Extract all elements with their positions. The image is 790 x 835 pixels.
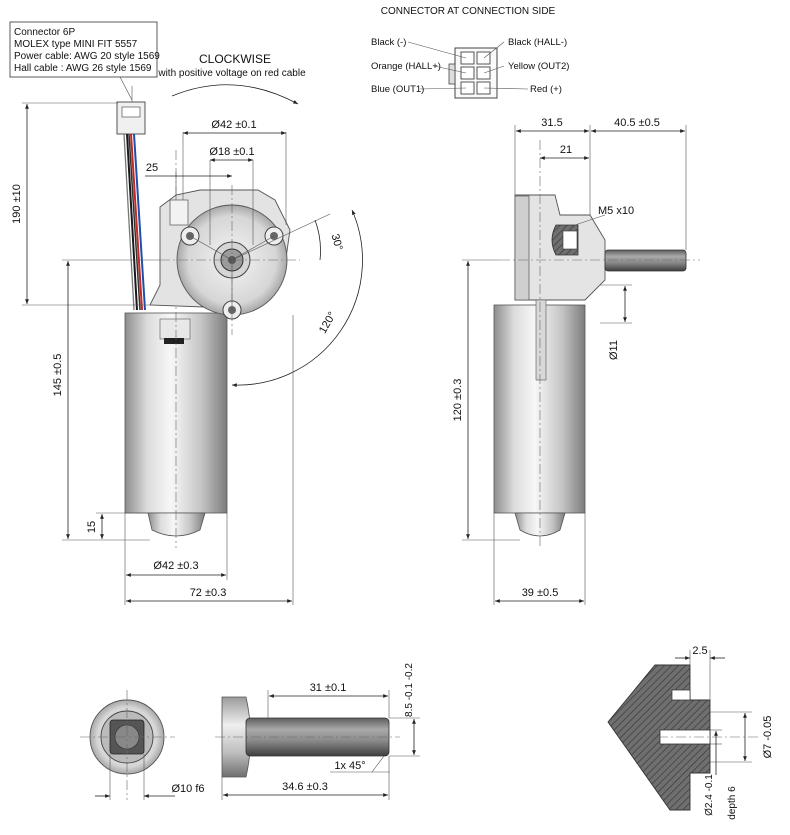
front-offset-25-label: 25 (146, 162, 158, 174)
front-d42-label: Ø42 ±0.1 (211, 119, 256, 131)
front-height-145-label: 145 ±0.5 (52, 354, 64, 397)
connector-side-title: CONNECTOR AT CONNECTION SIDE (381, 6, 556, 17)
front-d18-label: Ø18 ±0.1 (209, 146, 254, 158)
side-w405-label: 40.5 ±0.5 (614, 117, 660, 129)
section-hole-label: Ø2.4 -0.1 (704, 774, 715, 816)
front-width-72-label: 72 ±0.3 (190, 587, 227, 599)
connector-line-2: MOLEX type MINI FIT 5557 (14, 39, 138, 50)
front-view: 30° 120° Ø42 ±0.1 Ø18 ±0.1 25 190 ±10 14… (11, 86, 363, 605)
connector-line-1: Connector 6P (14, 27, 75, 38)
pin-blue-out1: Blue (OUT1) (371, 84, 424, 95)
shaft-end-view: Ø10 f6 (80, 690, 205, 800)
side-view: 31.5 40.5 ±0.5 21 M5 x10 Ø11 120 ±0.3 39… (452, 117, 700, 605)
front-height-190-label: 190 ±10 (11, 184, 23, 224)
section-bore-label: Ø7 -0.05 (762, 716, 774, 759)
side-thread-label: M5 x10 (598, 205, 634, 217)
rotation-subtitle: with positive voltage on red cable (157, 68, 306, 79)
shaft-total-label: 34.6 ±0.3 (282, 781, 328, 793)
side-width-39-label: 39 ±0.5 (522, 587, 559, 599)
section-depth-label: depth 6 (727, 786, 738, 820)
shaft-chamfer-label: 1x 45° (334, 760, 365, 772)
side-w315-label: 31.5 (541, 117, 562, 129)
shaft-side-detail: 31 ±0.1 8.5 -0.1 -0.2 1x 45° 34.6 ±0.3 (215, 663, 420, 800)
pin-black-minus: Black (-) (371, 37, 406, 48)
rotation-title: CLOCKWISE (199, 52, 271, 66)
rotation-note: CLOCKWISE with positive voltage on red c… (157, 52, 306, 105)
side-output-shaft (604, 249, 687, 272)
cable-bundle (116, 86, 146, 311)
side-w21-label: 21 (560, 144, 572, 156)
connector-info-box: Connector 6P MOLEX type MINI FIT 5557 Po… (9, 21, 160, 101)
section-detail: 2.5 Ø7 -0.05 Ø2.4 -0.1 depth 6 (607, 645, 774, 820)
side-height-120-label: 120 ±0.3 (452, 379, 464, 422)
clockwise-arrow-icon (171, 84, 299, 105)
pin-orange-hall-plus: Orange (HALL+) (371, 61, 441, 72)
motor-end-cap (147, 512, 206, 537)
front-motor-d42-label: Ø42 ±0.3 (153, 560, 198, 572)
pin-red-plus: Red (+) (530, 84, 562, 95)
shaft-flat-label: 8.5 -0.1 -0.2 (404, 663, 415, 717)
front-tip-15-label: 15 (86, 521, 98, 533)
angle-120-label: 120° (317, 310, 339, 336)
connector-pinout: CONNECTOR AT CONNECTION SIDE Black (-) O… (371, 6, 569, 99)
shaft-diameter-label: Ø10 f6 (171, 783, 204, 795)
angle-30-label: 30° (329, 233, 345, 252)
side-d11-label: Ø11 (608, 340, 620, 360)
shaft-length-label: 31 ±0.1 (310, 682, 347, 694)
pin-black-hall-minus: Black (HALL-) (508, 37, 567, 48)
connector-line-3: Power cable: AWG 20 style 1569 (14, 51, 160, 62)
pin-yellow-out2: Yellow (OUT2) (508, 61, 569, 72)
connector-line-4: Hall cable : AWG 26 style 1569 (14, 63, 152, 74)
section-step-label: 2.5 (692, 645, 707, 657)
